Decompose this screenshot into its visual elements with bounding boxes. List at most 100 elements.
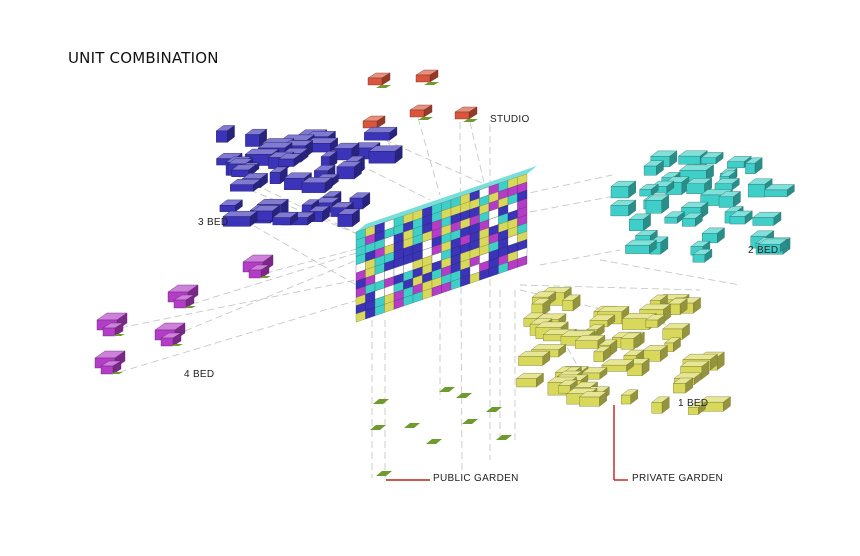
- two-bed-unit: [757, 238, 788, 253]
- guide-line: [519, 284, 701, 291]
- two-bed-unit: [645, 194, 670, 214]
- three-bed-unit: [272, 211, 299, 226]
- garden-tile: [376, 471, 392, 476]
- one-bed-unit: [698, 396, 732, 412]
- guide-line: [254, 245, 369, 277]
- guide-line: [529, 194, 621, 213]
- three-bed-unit: [320, 150, 338, 169]
- studio-unit: [367, 72, 391, 86]
- studio-unit: [409, 104, 433, 118]
- two-bed-unit: [634, 229, 658, 243]
- one-bed-unit: [517, 350, 551, 366]
- garden-pad: [111, 372, 123, 374]
- one-bed-unit: [620, 332, 642, 350]
- studio-unit: [362, 115, 386, 129]
- three-bed-unit: [219, 199, 244, 213]
- one-bed-unit: [515, 372, 545, 388]
- three-bed-unit: [215, 125, 236, 143]
- one-bed-unit: [581, 367, 608, 380]
- four-bed-unit: [173, 294, 195, 309]
- garden-pad: [184, 306, 196, 308]
- three-bed-unit: [333, 142, 360, 161]
- three-bed-units-cluster: [215, 125, 403, 228]
- one-bed-unit: [664, 337, 682, 353]
- garden-tile: [439, 387, 455, 392]
- guide-line: [329, 149, 431, 201]
- two-bed-units-cluster: [610, 150, 795, 263]
- three-bed-unit: [337, 208, 361, 228]
- three-bed-unit: [308, 205, 331, 223]
- one-bed-unit: [601, 359, 635, 372]
- three-bed-unit: [305, 137, 339, 153]
- garden-tile: [404, 423, 420, 428]
- one-bed-unit: [593, 346, 612, 363]
- two-bed-unit: [624, 239, 658, 255]
- two-bed-unit: [610, 180, 637, 199]
- four-bed-units-cluster: [94, 254, 274, 375]
- garden-pad: [424, 82, 439, 85]
- one-bed-unit: [531, 298, 551, 316]
- garden-callout-lines: [386, 405, 628, 481]
- two-bed-unit: [714, 178, 740, 191]
- four-bed-unit: [100, 360, 122, 375]
- one-bed-unit: [687, 401, 707, 415]
- two-bed-unit: [744, 157, 763, 175]
- garden-tile: [426, 439, 442, 444]
- two-bed-unit: [643, 160, 665, 176]
- one-bed-unit: [620, 389, 639, 405]
- one-bed-unit: [589, 314, 616, 328]
- studio-unit: [415, 69, 439, 83]
- garden-pad: [259, 276, 271, 278]
- block-top-face: [356, 165, 537, 232]
- two-bed-unit: [686, 177, 713, 195]
- one-bed-unit: [651, 396, 670, 414]
- three-bed-unit: [301, 177, 333, 194]
- one-bed-unit: [667, 298, 688, 316]
- combined-building-block: [355, 165, 537, 323]
- label-one-bed: 1 BED: [678, 398, 709, 409]
- garden-pad: [171, 344, 183, 346]
- one-bed-unit: [672, 377, 694, 394]
- guide-line: [191, 249, 367, 305]
- label-two-bed: 2 BED: [748, 245, 779, 256]
- studio-units-cluster: [362, 69, 478, 131]
- three-bed-unit: [368, 145, 403, 164]
- public-garden-tiles: [370, 387, 512, 476]
- label-three-bed: 3 BED: [198, 217, 229, 228]
- studio-unit: [454, 106, 478, 120]
- three-bed-unit: [349, 192, 371, 210]
- three-bed-unit: [336, 160, 363, 180]
- garden-tile: [456, 393, 472, 398]
- three-bed-unit: [229, 178, 262, 192]
- garden-tile: [486, 407, 502, 412]
- garden-pad: [376, 85, 391, 88]
- one-bed-unit: [578, 391, 608, 407]
- diagram-title: UNIT COMBINATION: [68, 49, 219, 67]
- three-bed-unit: [222, 210, 258, 227]
- guide-line: [234, 214, 359, 287]
- guide-line: [539, 249, 621, 266]
- one-bed-unit: [645, 314, 666, 328]
- two-bed-unit: [752, 211, 782, 226]
- two-bed-unit: [692, 248, 713, 263]
- two-bed-unit: [681, 212, 704, 227]
- guide-line: [459, 121, 463, 471]
- two-bed-unit: [701, 227, 726, 244]
- garden-pad: [418, 117, 433, 120]
- two-bed-unit: [700, 151, 724, 165]
- four-bed-unit: [248, 264, 270, 279]
- two-bed-unit: [718, 191, 742, 208]
- two-bed-unit: [628, 213, 652, 232]
- garden-tile: [496, 435, 512, 440]
- guide-line: [599, 259, 741, 286]
- three-bed-unit: [278, 153, 302, 167]
- block-cell: [517, 255, 528, 268]
- guide-line: [119, 299, 359, 373]
- guide-line: [109, 279, 357, 331]
- garden-tile: [370, 425, 386, 430]
- two-bed-unit: [664, 211, 686, 224]
- garden-pad: [463, 119, 478, 122]
- one-bed-unit: [662, 323, 691, 340]
